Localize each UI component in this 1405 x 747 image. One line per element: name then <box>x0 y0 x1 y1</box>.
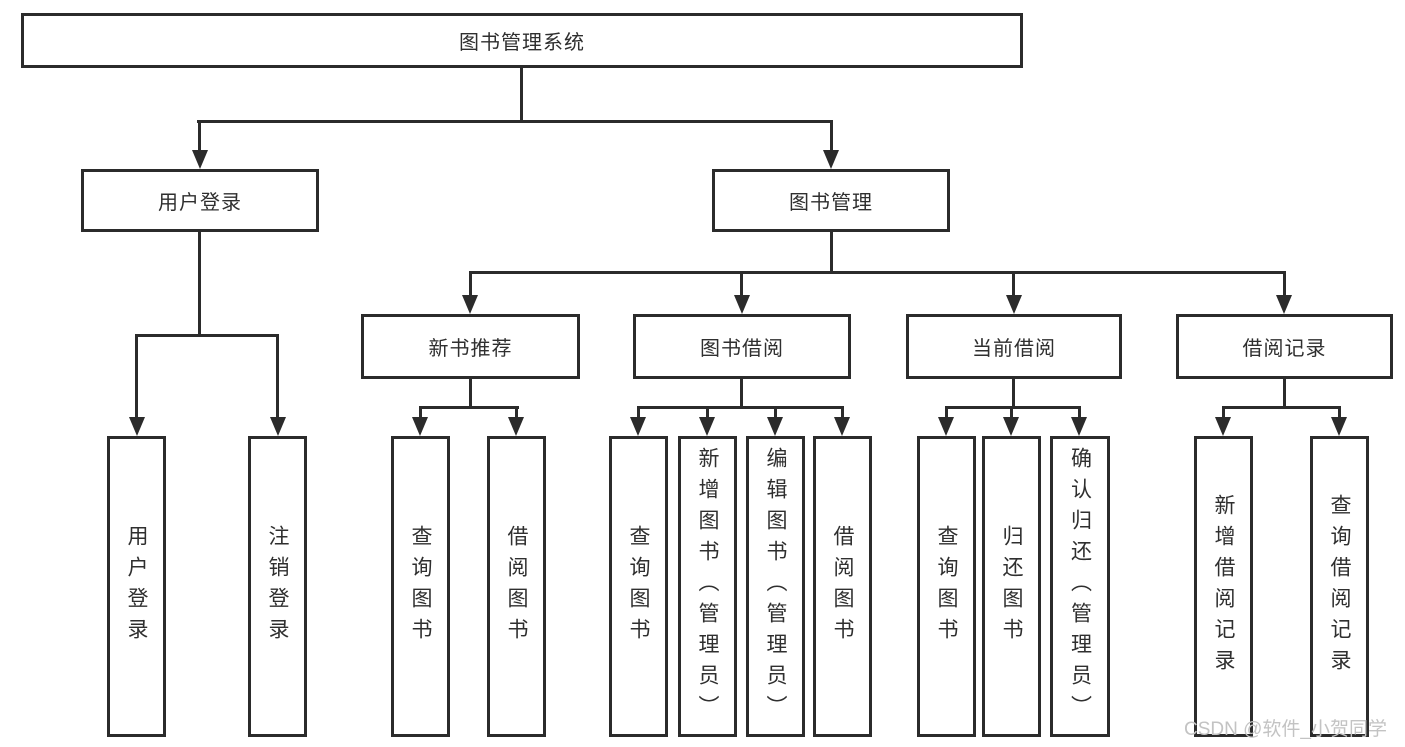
arrow-down-icon <box>938 417 954 436</box>
node-root-label: 图书管理系统 <box>459 32 585 54</box>
leaf-query-books-current: 查询图书 <box>917 436 976 737</box>
arrow-down-icon <box>270 417 286 436</box>
connector-line <box>198 232 201 337</box>
connector-line <box>1338 406 1341 420</box>
leaf-query-books-recommend: 查询图书 <box>391 436 450 737</box>
arrow-down-icon <box>1276 295 1292 314</box>
connector-line <box>198 120 201 153</box>
connector-line <box>830 232 833 274</box>
leaf-user-login-label: 用户登录 <box>125 524 148 649</box>
leaf-user-login: 用户登录 <box>107 436 166 737</box>
leaf-add-books-admin: 新增图书（管理员） <box>678 436 737 737</box>
connector-line <box>945 406 948 420</box>
leaf-query-books-borrow-label: 查询图书 <box>627 524 650 649</box>
arrow-down-icon <box>1071 417 1087 436</box>
leaf-return-books: 归还图书 <box>982 436 1041 737</box>
node-user-login: 用户登录 <box>81 169 319 232</box>
arrow-down-icon <box>412 417 428 436</box>
connector-line <box>1010 406 1013 420</box>
arrow-down-icon <box>1006 295 1022 314</box>
connector-line <box>135 334 279 337</box>
arrow-down-icon <box>462 295 478 314</box>
connector-line <box>276 334 279 420</box>
connector-line <box>740 271 743 298</box>
arrow-down-icon <box>767 417 783 436</box>
node-borrow-records: 借阅记录 <box>1176 314 1393 379</box>
connector-line <box>197 120 833 123</box>
connector-line <box>419 406 519 409</box>
node-user-login-label: 用户登录 <box>158 192 242 214</box>
connector-line <box>830 120 833 153</box>
connector-line <box>637 406 640 420</box>
leaf-edit-books-admin: 编辑图书（管理员） <box>746 436 805 737</box>
arrow-down-icon <box>823 150 839 169</box>
connector-line <box>1283 271 1286 298</box>
connector-line <box>1078 406 1081 420</box>
arrow-down-icon <box>192 150 208 169</box>
leaf-add-borrow-record: 新增借阅记录 <box>1194 436 1253 737</box>
connector-line <box>945 406 1081 409</box>
node-new-book-recommend-label: 新书推荐 <box>428 338 513 360</box>
arrow-down-icon <box>129 417 145 436</box>
csdn-watermark: CSDN @软件_小贺同学 <box>1184 719 1387 740</box>
leaf-confirm-return-admin: 确认归还（管理员） <box>1050 436 1110 737</box>
node-book-management: 图书管理 <box>712 169 950 232</box>
connector-line <box>469 271 472 298</box>
connector-line <box>1012 379 1015 409</box>
leaf-borrow-books-label: 借阅图书 <box>831 524 854 649</box>
connector-line <box>1222 406 1225 420</box>
connector-line <box>469 271 1286 274</box>
leaf-add-borrow-record-label: 新增借阅记录 <box>1212 493 1235 680</box>
connector-line <box>419 406 422 420</box>
node-book-borrow-label: 图书借阅 <box>700 338 784 360</box>
node-book-management-label: 图书管理 <box>789 192 873 214</box>
arrow-down-icon <box>1215 417 1231 436</box>
connector-line <box>1222 406 1341 409</box>
connector-line <box>740 379 743 409</box>
node-root-system: 图书管理系统 <box>21 13 1023 68</box>
leaf-query-books-current-label: 查询图书 <box>935 524 958 649</box>
connector-line <box>135 334 138 420</box>
leaf-logout: 注销登录 <box>248 436 307 737</box>
connector-line <box>637 406 844 409</box>
leaf-query-borrow-record-label: 查询借阅记录 <box>1328 493 1351 680</box>
leaf-return-books-label: 归还图书 <box>1000 524 1023 649</box>
arrow-down-icon <box>834 417 850 436</box>
connector-line <box>841 406 844 420</box>
connector-line <box>520 68 523 120</box>
leaf-query-books-recommend-label: 查询图书 <box>409 524 432 649</box>
arrow-down-icon <box>630 417 646 436</box>
connector-line <box>1012 271 1015 298</box>
leaf-logout-label: 注销登录 <box>266 524 289 649</box>
leaf-query-books-borrow: 查询图书 <box>609 436 668 737</box>
arrow-down-icon <box>734 295 750 314</box>
arrow-down-icon <box>1331 417 1347 436</box>
leaf-borrow-books-recommend-label: 借阅图书 <box>505 524 528 649</box>
leaf-confirm-return-admin-label: 确认归还（管理员） <box>1068 447 1092 726</box>
connector-line <box>706 406 709 420</box>
leaf-query-borrow-record: 查询借阅记录 <box>1310 436 1369 737</box>
node-borrow-records-label: 借阅记录 <box>1242 338 1327 360</box>
arrow-down-icon <box>699 417 715 436</box>
connector-line <box>1283 379 1286 409</box>
arrow-down-icon <box>1003 417 1019 436</box>
leaf-edit-books-admin-label: 编辑图书（管理员） <box>764 447 787 726</box>
connector-line <box>515 406 518 420</box>
connector-line <box>469 379 472 409</box>
arrow-down-icon <box>508 417 524 436</box>
node-new-book-recommend: 新书推荐 <box>361 314 580 379</box>
node-current-borrow-label: 当前借阅 <box>972 338 1056 360</box>
connector-line <box>774 406 777 420</box>
leaf-borrow-books: 借阅图书 <box>813 436 872 737</box>
node-current-borrow: 当前借阅 <box>906 314 1122 379</box>
node-book-borrow: 图书借阅 <box>633 314 851 379</box>
leaf-add-books-admin-label: 新增图书（管理员） <box>696 447 719 726</box>
leaf-borrow-books-recommend: 借阅图书 <box>487 436 546 737</box>
